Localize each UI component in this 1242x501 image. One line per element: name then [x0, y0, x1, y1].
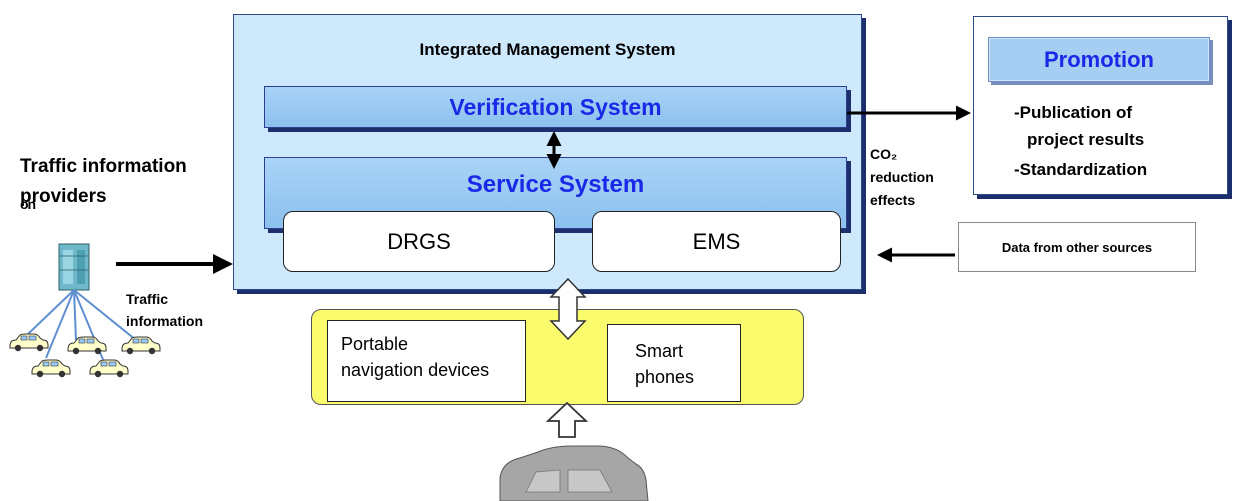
smart-line-2: phones: [635, 367, 695, 387]
car-icon: [121, 336, 161, 355]
promotion-item-standardization: -Standardization: [1014, 160, 1148, 179]
promotion-item-publication: -Publication of: [1014, 103, 1133, 122]
providers-line-2: providers: [20, 186, 107, 207]
traffic-info-line-1: Traffic: [126, 291, 169, 307]
car-icon: [31, 359, 71, 378]
traffic-providers-label: Traffic information providers: [20, 152, 187, 212]
portable-navigation-box: Portable navigation devices: [327, 320, 526, 402]
smart-line-1: Smart: [635, 341, 684, 361]
promotion-item-project-results: project results: [1027, 130, 1145, 149]
up-arrow-icon: [545, 401, 589, 438]
co2-line: CO₂: [870, 146, 898, 162]
co2-reduction-label: CO₂ reduction effects: [870, 143, 934, 212]
portable-line-1: Portable: [341, 334, 409, 354]
traffic-information-label: Traffic information: [126, 288, 203, 332]
service-system-label: Service System: [466, 171, 645, 198]
promotion-title: Promotion: [988, 37, 1210, 82]
smart-phones-box: Smart phones: [607, 324, 741, 402]
double-arrow-icon: [549, 277, 587, 341]
car-icon: [9, 333, 49, 352]
effects-line: effects: [870, 192, 916, 208]
integrated-management-system-title: Integrated Management System: [419, 40, 676, 59]
car-icon: [67, 336, 107, 355]
ems-box: EMS: [592, 211, 841, 272]
portable-line-2: navigation devices: [341, 360, 490, 380]
providers-overlap-text: on: [20, 196, 36, 212]
car-icon: [89, 359, 129, 378]
providers-line-1: Traffic information: [20, 156, 187, 177]
verification-system-bar: Verification System: [264, 86, 847, 128]
server-icon: [58, 243, 90, 291]
vehicle-silhouette-icon: [499, 445, 649, 501]
reduction-line: reduction: [870, 169, 934, 185]
other-sources-box: Data from other sources: [958, 222, 1196, 272]
traffic-info-line-2: information: [126, 313, 203, 329]
drgs-box: DRGS: [283, 211, 555, 272]
signal-lines: [27, 289, 137, 363]
